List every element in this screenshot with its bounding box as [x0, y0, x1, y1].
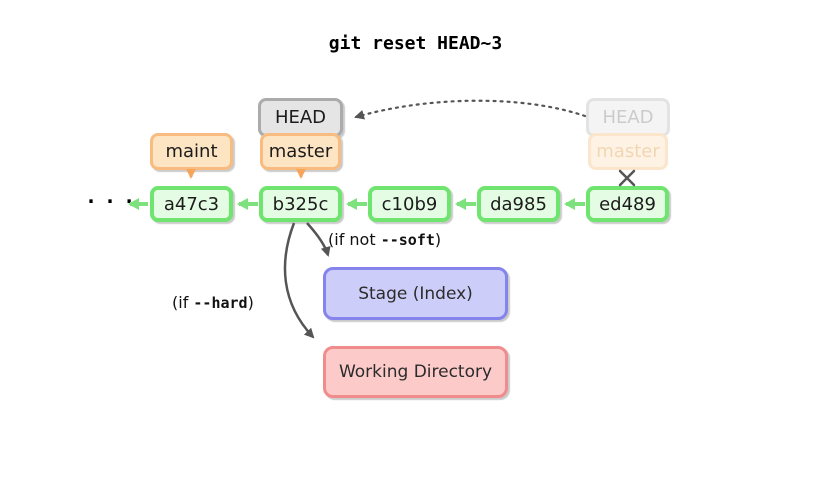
ref-old-head-label: HEAD: [602, 107, 654, 128]
soft-note-suffix: ): [434, 230, 442, 249]
commit-node: a47c3: [150, 186, 233, 222]
commit-node: b325c: [259, 186, 342, 222]
commit-id: ed489: [599, 193, 656, 215]
ref-maint-label: maint: [165, 141, 218, 162]
ref-master-label: master: [268, 141, 333, 162]
commit-node: da985: [477, 186, 560, 222]
soft-note-code: --soft: [380, 231, 435, 249]
hard-note-code: --hard: [193, 294, 248, 312]
ref-old-master-label: master: [596, 141, 660, 162]
commit-id: c10b9: [381, 193, 438, 215]
commit-id: b325c: [272, 193, 329, 215]
commit-id: da985: [490, 193, 547, 215]
ref-old-master: master: [588, 133, 668, 170]
stage-label: Stage (Index): [358, 283, 473, 304]
history-ellipsis: ...: [85, 184, 143, 208]
commit-id: a47c3: [163, 193, 220, 215]
soft-note: (if not --soft): [328, 230, 441, 249]
hard-note-suffix: ): [247, 293, 254, 312]
detached-x-icon: [618, 169, 636, 187]
soft-note-prefix: (if not: [328, 230, 381, 249]
commit-node: ed489: [586, 186, 669, 222]
ref-master: master: [260, 133, 341, 170]
stage-box: Stage (Index): [323, 267, 508, 320]
reset-arrow-working-directory: [283, 222, 315, 339]
head-move-arrow: [354, 99, 587, 120]
ref-old-head: HEAD: [586, 98, 670, 137]
hard-note-prefix: (if: [172, 293, 194, 312]
ref-maint: maint: [150, 133, 233, 170]
ref-head: HEAD: [258, 98, 343, 137]
working-directory-box: Working Directory: [323, 346, 508, 398]
reset-arrow-stage: [306, 222, 331, 257]
ref-head-label: HEAD: [274, 107, 327, 128]
commit-node: c10b9: [368, 186, 451, 222]
hard-note: (if --hard): [172, 293, 254, 312]
diagram-title: git reset HEAD~3: [328, 33, 503, 54]
working-directory-label: Working Directory: [338, 362, 493, 382]
